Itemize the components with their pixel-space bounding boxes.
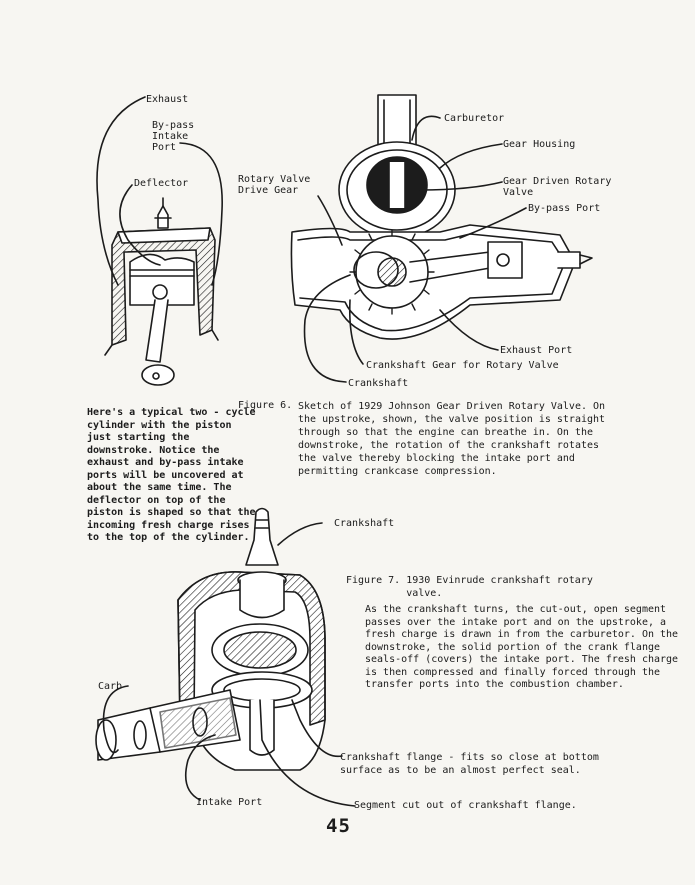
rotary-valve-drive-gear-label: Rotary Valve Drive Gear <box>238 174 311 196</box>
carb-label: Carb <box>98 681 123 692</box>
page-number: 45 <box>326 815 351 837</box>
bypass-intake-port-label: By-pass Intake Port <box>152 120 195 153</box>
figure6-caption-label: Figure 6. <box>238 400 293 411</box>
johnson-rotary-valve-drawing <box>290 94 593 383</box>
gear-housing-label: Gear Housing <box>503 139 576 150</box>
crankshaft-label-fig6: Crankshaft <box>348 378 409 389</box>
two-cycle-description: Here's a typical two - cycle cylinder wi… <box>87 407 256 543</box>
crankshaft-flange-label: Crankshaft flange - fits so close at bot… <box>340 752 599 776</box>
exhaust-port-label: Exhaust Port <box>500 345 573 356</box>
crankshaft-label-fig7: Crankshaft <box>334 518 395 529</box>
exhaust-label: Exhaust <box>146 94 189 105</box>
evinrude-crankshaft-valve-drawing <box>95 507 356 807</box>
carburetor-label: Carburetor <box>444 113 505 124</box>
figure6-caption: Sketch of 1929 Johnson Gear Driven Rotar… <box>298 401 606 477</box>
bypass-port-label: By-pass Port <box>528 203 601 214</box>
figure7-description: As the crankshaft turns, the cut-out, op… <box>365 604 679 690</box>
intake-port-label: Intake Port <box>196 797 263 808</box>
gear-driven-rotary-valve-label: Gear Driven Rotary Valve <box>503 176 612 198</box>
two-cycle-cylinder-drawing <box>96 96 223 386</box>
segment-cut-label: Segment cut out of crankshaft flange. <box>354 800 577 811</box>
crankshaft-gear-label: Crankshaft Gear for Rotary Valve <box>366 360 559 371</box>
deflector-label: Deflector <box>134 178 189 189</box>
figure7-caption: Figure 7. 1930 Evinrude crankshaft rotar… <box>346 575 593 599</box>
